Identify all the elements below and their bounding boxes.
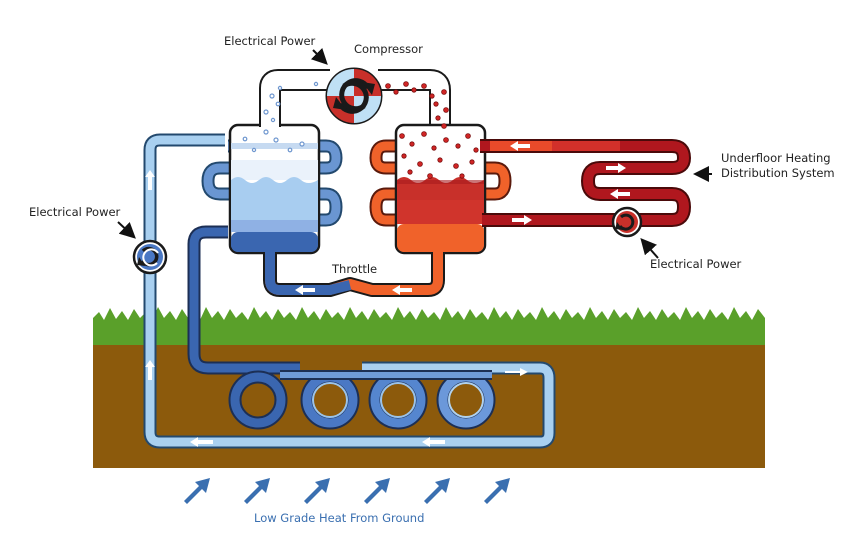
electrical-power-label-top: Electrical Power <box>224 34 316 48</box>
throttle-pipe <box>263 252 445 297</box>
label-pointer-arrows <box>117 47 712 259</box>
vapour-bubbles <box>242 81 319 153</box>
throttle-label: Throttle <box>331 262 377 276</box>
underfloor-label-line1: Underfloor Heating <box>721 151 831 165</box>
grass <box>93 307 765 345</box>
compressor-pump-icon <box>325 67 383 125</box>
heat-arrow-icons <box>184 478 510 504</box>
vapour-pipe <box>259 69 330 127</box>
evaporator <box>228 123 321 255</box>
circulation-pump-icon <box>611 206 643 238</box>
condenser <box>394 123 487 255</box>
electrical-power-label-left: Electrical Power <box>29 205 121 219</box>
ground-heat-label: Low Grade Heat From Ground <box>254 511 424 525</box>
ground-coil-1 <box>228 370 288 430</box>
circulation-pump-icon <box>132 239 168 275</box>
ground-flow-arrows <box>145 170 528 447</box>
hot-vapour-pipe <box>378 69 451 130</box>
underfloor-label-line2: Distribution System <box>721 166 835 180</box>
throttle-arrows <box>295 285 412 295</box>
condenser-pipes <box>369 139 512 227</box>
ground-loop-supply-pipe <box>187 225 300 375</box>
electrical-power-label-right: Electrical Power <box>650 257 742 271</box>
compressor-label: Compressor <box>354 42 423 56</box>
evaporator-pipes <box>201 139 343 227</box>
underfloor-arrows <box>510 141 630 225</box>
hot-vapour-droplets <box>385 81 479 179</box>
ground-loop-return-pipe <box>143 133 556 449</box>
